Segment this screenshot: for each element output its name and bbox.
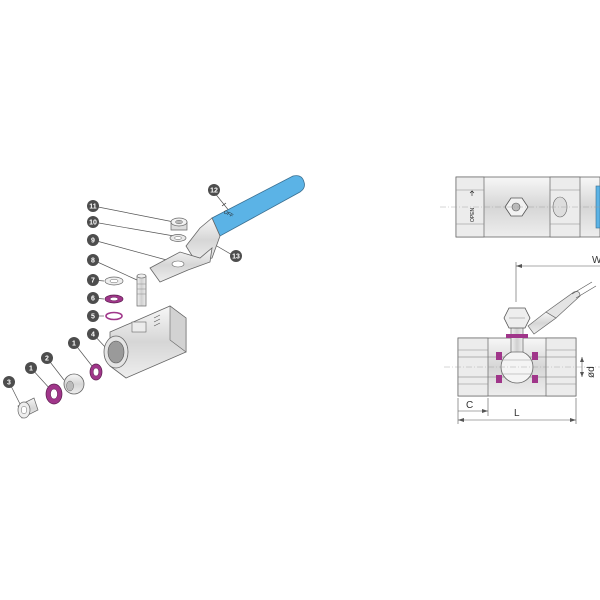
ball — [63, 373, 85, 395]
lever-handle: OFF — [185, 175, 305, 263]
section-view: W ød — [444, 255, 600, 424]
svg-text:5: 5 — [91, 314, 95, 321]
callout-5: 5 — [87, 310, 99, 322]
callout-9: 9 — [87, 234, 99, 246]
svg-text:8: 8 — [91, 258, 95, 265]
callout-3: 3 — [3, 376, 15, 388]
svg-text:1: 1 — [29, 366, 33, 373]
callout-2: 2 — [41, 352, 53, 364]
svg-text:6: 6 — [91, 296, 95, 303]
svg-text:11: 11 — [89, 204, 97, 211]
callout-12: 12 — [208, 184, 220, 196]
dim-l-label: L — [514, 408, 520, 419]
svg-text:12: 12 — [210, 188, 218, 195]
svg-text:7: 7 — [91, 278, 95, 285]
svg-text:1: 1 — [72, 341, 76, 348]
callout-7: 7 — [87, 274, 99, 286]
svg-text:2: 2 — [45, 356, 49, 363]
top-view-open-mark: OPEN — [470, 207, 476, 222]
svg-text:3: 3 — [7, 380, 11, 387]
svg-text:9: 9 — [91, 238, 95, 245]
svg-text:13: 13 — [232, 254, 240, 261]
callout-6: 6 — [87, 292, 99, 304]
callout-11: 11 — [87, 200, 99, 212]
callout-8: 8 — [87, 254, 99, 266]
valve-body — [103, 305, 187, 379]
callout-4: 4 — [87, 328, 99, 340]
exploded-view: OFF — [3, 175, 305, 419]
stopper-plate — [149, 247, 213, 283]
spring-washer — [169, 234, 187, 242]
ball-seat-right — [89, 363, 103, 381]
end-cap — [17, 397, 39, 419]
handle-off-mark: OFF — [222, 209, 234, 219]
dim-w-label: W — [592, 255, 600, 266]
callout-13: 13 — [230, 250, 242, 262]
svg-text:4: 4 — [91, 332, 95, 339]
callout-10: 10 — [87, 216, 99, 228]
dim-c-label: C — [466, 400, 473, 411]
thrust-washer — [105, 311, 123, 321]
gland-nut — [170, 217, 188, 231]
stem-packing — [104, 294, 124, 304]
gland-washer — [104, 276, 124, 286]
callout-1-left: 1 — [25, 362, 37, 374]
top-view: OPEN — [440, 176, 600, 238]
dim-d-label: ød — [586, 366, 597, 378]
ball-seat-left — [45, 383, 63, 405]
svg-text:10: 10 — [89, 220, 97, 227]
stem — [136, 273, 147, 307]
callout-bubbles: 11 10 9 8 7 6 5 4 1 2 1 3 12 13 — [3, 184, 242, 388]
callout-1-right: 1 — [68, 337, 80, 349]
